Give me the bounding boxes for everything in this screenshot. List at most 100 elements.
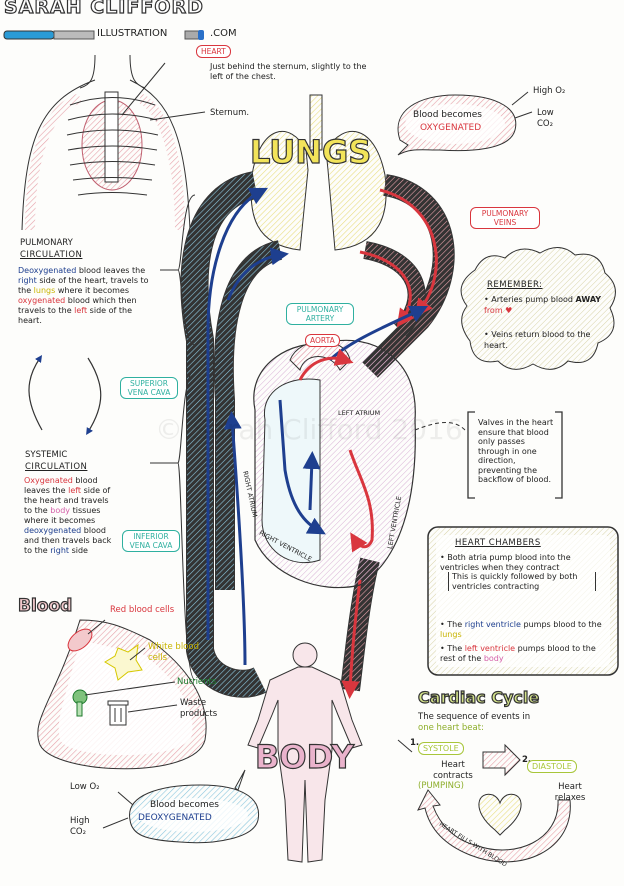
veins-text: Veins return blood to the heart.: [484, 330, 591, 350]
text-left: left: [74, 306, 88, 315]
pulmonary-description: Deoxygenated blood leaves the right side…: [18, 266, 158, 326]
red-blood-cells-label: Red blood cells: [110, 605, 175, 615]
white-blood-cells-label: White blood cells: [148, 642, 199, 663]
watermark: © Sarah Clifford 2016: [155, 413, 463, 446]
heart-chambers-title: HEART CHAMBERS: [455, 538, 541, 548]
text: where it becomes: [55, 286, 130, 295]
systole-description: Heart contracts: [433, 760, 473, 781]
text: pumps blood to the rest of the: [440, 644, 596, 663]
remember-item-veins: • Veins return blood to the heart.: [484, 330, 591, 350]
cardiac-subtitle-1: The sequence of events in: [418, 712, 531, 722]
text: blood leaves the: [24, 476, 98, 495]
chambers-bullet-left-ventricle: • The left ventricle pumps blood to the …: [440, 644, 596, 663]
high-co2-label: High CO₂: [70, 816, 90, 837]
superior-vena-cava-label: SUPERIOR VENA CAVA: [120, 377, 178, 399]
step-1-number: 1.: [410, 738, 420, 748]
arteries-text: Arteries pump blood: [491, 295, 573, 304]
text: tissues where it becomes: [24, 506, 101, 525]
brand-subtitle: ILLUSTRATION: [97, 28, 168, 39]
cycle-forward-arrow-icon: [482, 743, 521, 777]
away-text: AWAY: [575, 295, 602, 304]
pulmonary-veins-label: PULMONARY VEINS: [470, 207, 540, 229]
pulmonary-title-1: PULMONARY: [20, 238, 73, 248]
waste-products-label: Waste products: [180, 698, 218, 719]
chambers-note: This is quickly followed by both ventric…: [448, 572, 596, 591]
oxygenated-bubble-line1: Blood becomes: [413, 110, 482, 120]
white-blood-cell-icon: [104, 643, 143, 681]
step-2-number: 2.: [522, 755, 532, 765]
inferior-vena-cava-label: INFERIOR VENA CAVA: [122, 530, 180, 552]
text: blood leaves the: [76, 266, 146, 275]
from-heart-text: from ♥: [484, 305, 513, 315]
heart-fills-return-arrow: [417, 789, 571, 863]
body-title: BODY: [254, 737, 354, 776]
cardiac-cycle-title: Cardiac Cycle: [417, 687, 540, 707]
aorta-label: AORTA: [305, 334, 340, 347]
remember-title: REMEMBER:: [487, 280, 543, 290]
low-co2-label: Low CO₂: [537, 108, 554, 129]
human-body-figure: [247, 642, 363, 863]
heart-location-note: Just behind the sternum, slightly to the…: [210, 62, 367, 81]
remember-cloud: [460, 247, 616, 370]
text: side of the heart and travels to the: [24, 486, 111, 515]
text-deoxygenated: Deoxygenated: [18, 266, 77, 275]
pulmonary-title-2: CIRCULATION: [20, 250, 83, 260]
text-right: right: [18, 276, 37, 285]
text-body: body: [483, 653, 504, 663]
systemic-title-1: SYSTEMIC: [25, 450, 68, 460]
text-lungs: lungs: [440, 629, 462, 639]
chest-ribcage-illustration: [21, 54, 206, 231]
text-left: left: [68, 486, 82, 495]
systemic-description: Oxygenated blood leaves the left side of…: [24, 476, 118, 556]
heart-icon: [478, 793, 522, 836]
text-right: right: [50, 546, 70, 555]
text-oxygenated: Oxygenated: [24, 476, 73, 485]
systemic-brace: [150, 369, 196, 681]
low-o2-label: Low O₂: [70, 782, 100, 792]
chambers-bullet-atria: • Both atria pump blood into the ventric…: [440, 553, 610, 591]
brand-domain: .COM: [210, 28, 237, 39]
systole-note: (PUMPING): [418, 781, 464, 791]
blood-title: Blood: [17, 595, 73, 616]
oxygenated-bubble-line2: OXYGENATED: [420, 123, 482, 133]
cycle-arrow-up: [28, 355, 43, 431]
text: side of the heart, travels to the: [18, 276, 149, 295]
systole-label: SYSTOLE: [418, 742, 464, 755]
text: side of the heart.: [18, 306, 132, 325]
text: side: [69, 546, 88, 555]
systemic-title-2: CIRCULATION: [25, 462, 88, 472]
text-right-ventricle: right ventricle: [464, 620, 521, 629]
nutrients-label: Nutrients: [177, 677, 217, 687]
text-left-ventricle: left ventricle: [464, 644, 516, 653]
sternum-label: Sternum.: [210, 108, 250, 118]
text: pumps blood to the: [520, 620, 602, 629]
lungs-title: LUNGS: [249, 132, 372, 171]
text: Both atria pump blood into the ventricle…: [440, 553, 571, 572]
red-blood-cell-icon: [67, 628, 93, 652]
deoxygenated-bubble-line2: DEOXYGENATED: [138, 813, 212, 823]
text-deoxygenated: deoxygenated: [24, 526, 82, 535]
valves-bracket: [467, 411, 563, 499]
diastole-label: DIASTOLE: [527, 760, 577, 773]
lungs-illustration: [250, 94, 387, 251]
text: blood which then travels to the: [18, 296, 137, 315]
text-oxygenated: oxygenated: [18, 296, 66, 305]
heart-label: HEART: [196, 45, 231, 58]
text: The: [447, 644, 465, 653]
remember-item-arteries: • Arteries pump blood AWAY from ♥: [484, 295, 602, 315]
pulmonary-brace: [160, 194, 196, 346]
cycle-arrow-down: [86, 357, 102, 436]
text: The: [447, 620, 465, 629]
text-body: body: [50, 506, 71, 515]
heart-illustration: [253, 305, 429, 589]
left-atrium-label: LEFT ATRIUM: [338, 409, 381, 417]
deoxygenated-bubble-line1: Blood becomes: [150, 800, 219, 810]
pencil-icon: [3, 30, 204, 40]
broccoli-icon: [72, 689, 88, 717]
chambers-bullet-right-ventricle: • The right ventricle pumps blood to the…: [440, 620, 602, 639]
text: blood and then travels back to the: [24, 526, 112, 555]
cardiac-subtitle-2: one heart beat:: [418, 723, 484, 733]
trash-can-icon: [107, 700, 129, 726]
